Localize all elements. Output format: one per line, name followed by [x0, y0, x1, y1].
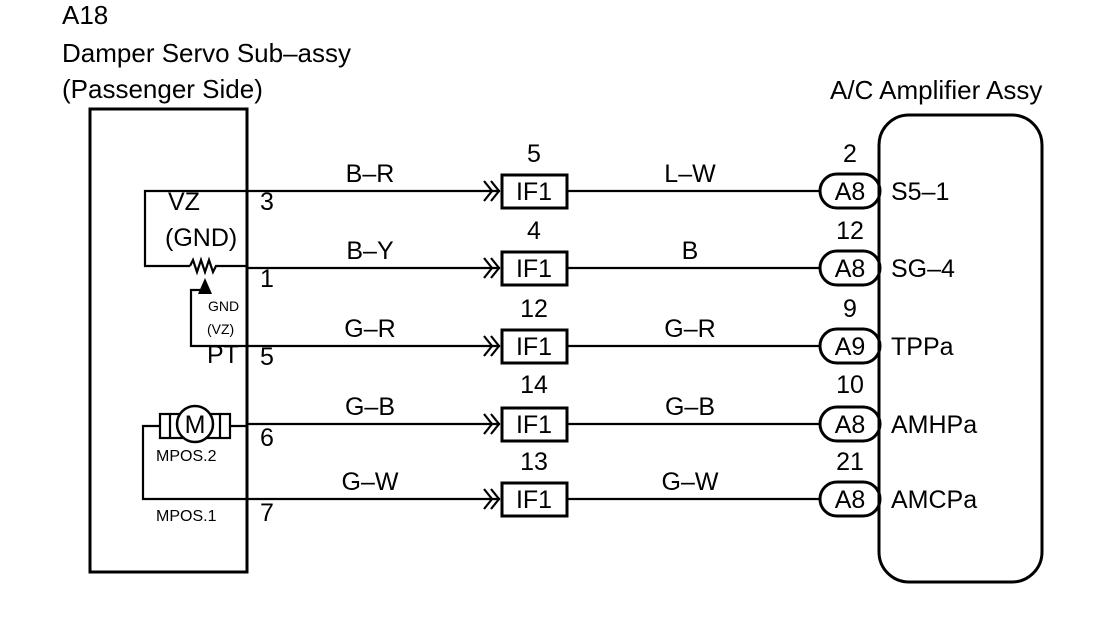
wire-color-out: G–B	[665, 393, 715, 421]
vz-label: VZ	[168, 188, 200, 216]
connector-label: A8	[835, 178, 866, 206]
wire-color-out: L–W	[664, 160, 716, 188]
junction-label: IF1	[516, 411, 552, 439]
terminal-label: SG–4	[891, 255, 955, 283]
junction-label: IF1	[516, 333, 552, 361]
wire-row: 1 B–Y 4 IF1 B A8 12 SG–4	[247, 217, 955, 293]
pt-label: PT	[207, 341, 239, 369]
junction-pin: 14	[520, 371, 548, 399]
amplifier-name: A/C Amplifier Assy	[830, 75, 1042, 105]
damper-servo-box	[88, 107, 249, 574]
connector-label: A9	[835, 333, 866, 361]
motor-icon	[141, 404, 247, 501]
wire-color-out: B	[682, 237, 699, 265]
connector-pin: 9	[843, 295, 857, 323]
wire-color-in: G–B	[345, 393, 395, 421]
wire-color-out: G–W	[662, 468, 719, 496]
connector-label: A8	[835, 486, 866, 514]
pin-number: 6	[260, 424, 274, 452]
wire-color-in: G–W	[342, 468, 399, 496]
wire-color-out: G–R	[664, 315, 715, 343]
wire-color-in: B–R	[346, 160, 395, 188]
wire-color-in: B–Y	[346, 237, 394, 265]
wire-row: 7 G–W 13 IF1 G–W A8 21 AMCPa	[247, 448, 977, 527]
component-side: (Passenger Side)	[62, 74, 263, 104]
junction-label: IF1	[516, 486, 552, 514]
connector-pin: 21	[836, 448, 864, 476]
motor-label: M	[185, 411, 206, 439]
wire-row: 6 G–B 14 IF1 G–B A8 10 AMHPa	[247, 371, 977, 452]
connector-pin: 2	[843, 140, 857, 168]
connector-pin: 12	[836, 217, 864, 245]
junction-pin: 13	[520, 448, 548, 476]
terminal-label: S5–1	[891, 178, 949, 206]
vz-small-label: (VZ)	[207, 321, 234, 337]
wire-row: 5 G–R 12 IF1 G–R A9 9 TPPa	[247, 295, 954, 371]
terminal-label: AMHPa	[891, 411, 977, 439]
pin-number: 7	[260, 499, 274, 527]
wiper-arrow-icon	[198, 278, 212, 294]
wire-color-in: G–R	[344, 315, 395, 343]
pin-number: 1	[260, 265, 274, 293]
connector-pin: 10	[836, 371, 864, 399]
connector-label: A8	[835, 255, 866, 283]
component-name: Damper Servo Sub–assy	[62, 38, 351, 68]
pin-number: 5	[260, 343, 274, 371]
position-sensor	[143, 189, 247, 348]
wire-row: 3 B–R 5 IF1 L–W A8 2 S5–1	[247, 140, 949, 216]
junction-label: IF1	[516, 178, 552, 206]
mpos2-label: MPOS.2	[156, 448, 217, 465]
gnd-small-label: GND	[208, 298, 239, 314]
junction-pin: 12	[520, 295, 548, 323]
mpos1-label: MPOS.1	[156, 508, 217, 525]
component-code: A18	[62, 0, 108, 30]
junction-label: IF1	[516, 255, 552, 283]
connector-label: A8	[835, 411, 866, 439]
junction-pin: 4	[527, 217, 541, 245]
gnd-label: (GND)	[165, 224, 237, 252]
terminal-label: AMCPa	[891, 486, 977, 514]
junction-pin: 5	[527, 140, 541, 168]
pin-number: 3	[260, 188, 274, 216]
terminal-label: TPPa	[891, 333, 954, 361]
